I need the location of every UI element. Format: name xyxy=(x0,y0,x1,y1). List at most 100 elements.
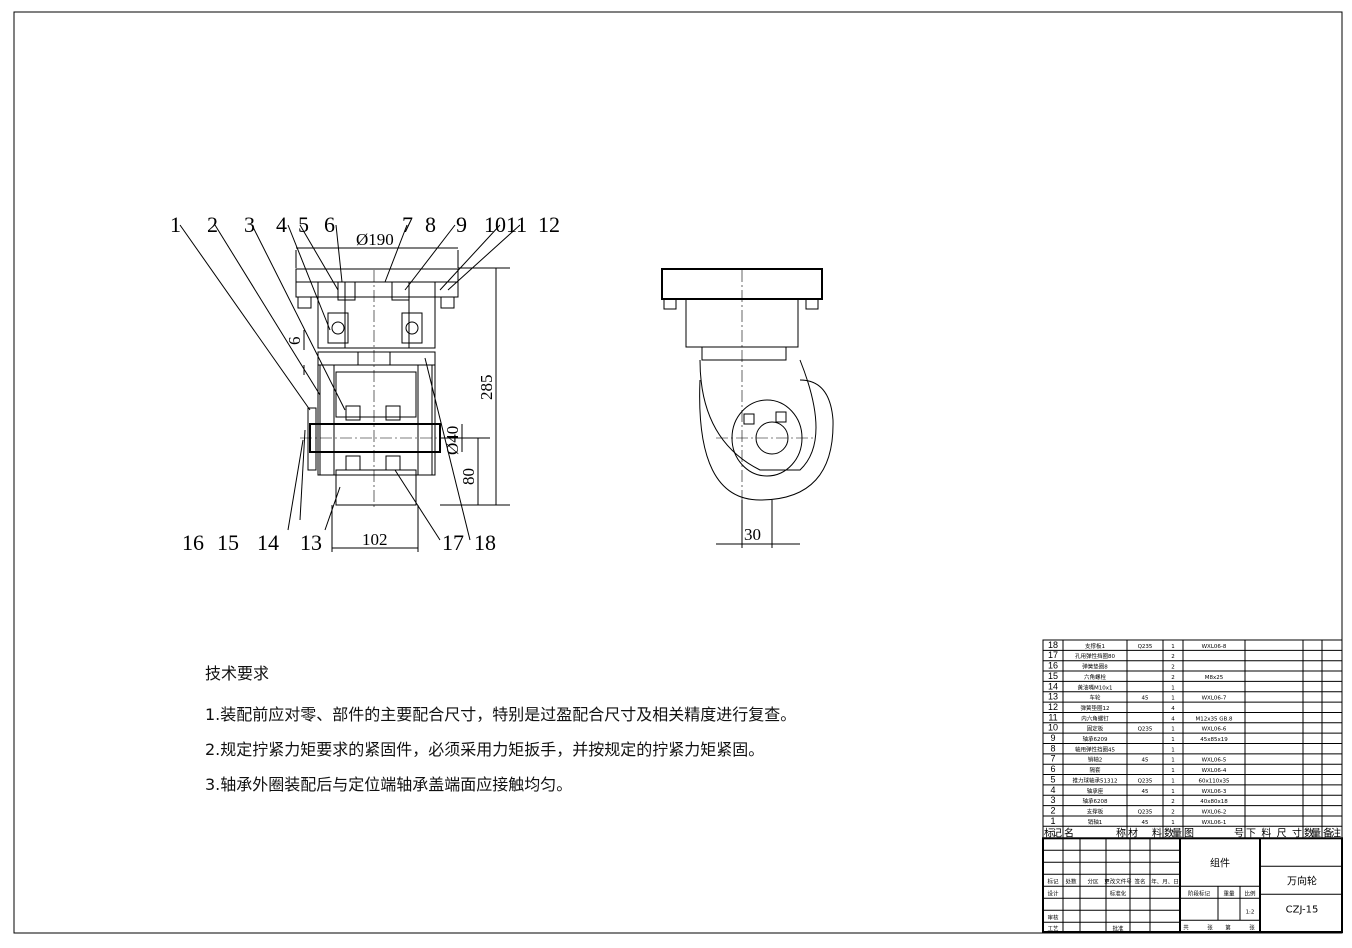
dim-height: 285 xyxy=(477,375,496,401)
bom-header-cell: 备注 xyxy=(1323,826,1341,839)
bom-cell-no: 9 xyxy=(1050,733,1055,743)
bom-cell-qty: 1 xyxy=(1171,768,1175,774)
part-labels: 1 2 3 4 5 6 7 8 9 10 11 12 13 14 15 16 1… xyxy=(170,212,560,555)
bom-cell-name: 推力球轴承51312 xyxy=(1073,776,1118,784)
bom-cell-name: 弹簧垫圈12 xyxy=(1081,704,1110,712)
bom-cell-drawing: WXL06-8 xyxy=(1202,644,1227,650)
bom-cell-no: 2 xyxy=(1050,805,1055,815)
bom-cell-drawing: 60x110x35 xyxy=(1198,778,1230,784)
bom-cell-qty: 1 xyxy=(1171,778,1175,784)
label-page: 第 xyxy=(1225,923,1231,931)
bom-cell-qty: 2 xyxy=(1171,665,1175,671)
bom-cell-name: 六角螺栓 xyxy=(1084,673,1107,681)
dim-gap: 6 xyxy=(285,337,304,346)
bom-cell-drawing: WXL06-5 xyxy=(1202,758,1227,764)
bom-header-cell: 材 料 xyxy=(1128,826,1162,839)
dim-top-width: Ø190 xyxy=(356,230,394,249)
drawing-number: CZJ-15 xyxy=(1286,904,1319,915)
label-design: 设计 xyxy=(1047,889,1059,897)
bom-cell-no: 4 xyxy=(1050,785,1055,795)
label-sign: 签名 xyxy=(1134,877,1145,885)
bom-cell-qty: 1 xyxy=(1171,820,1175,826)
label-change-doc: 更改文件号 xyxy=(1104,877,1132,885)
bom-cell-no: 6 xyxy=(1050,764,1055,774)
bom-cell-no: 7 xyxy=(1050,754,1055,764)
bom-cell-qty: 1 xyxy=(1171,737,1175,743)
bom-cell-no: 8 xyxy=(1050,743,1055,753)
bom-cell-drawing: WXL06-4 xyxy=(1202,768,1227,774)
bom-cell-drawing: WXL06-6 xyxy=(1202,727,1227,733)
tech-requirements-title: 技术要求 xyxy=(205,664,270,683)
label-2: 2 xyxy=(207,212,218,237)
label-5: 5 xyxy=(298,212,309,237)
leader-lines xyxy=(179,224,521,552)
label-10: 10 xyxy=(484,212,506,237)
bom-cell-qty: 4 xyxy=(1171,706,1175,712)
label-15: 15 xyxy=(217,530,239,555)
bom-cell-no: 16 xyxy=(1048,661,1058,671)
bom-cell-no: 11 xyxy=(1048,712,1057,722)
bom-cell-no: 12 xyxy=(1048,702,1058,712)
label-total: 共 xyxy=(1183,923,1189,931)
label-8: 8 xyxy=(425,212,436,237)
label-3: 3 xyxy=(244,212,255,237)
bom-cell-material: Q235 xyxy=(1138,809,1153,815)
bom-cell-no: 1 xyxy=(1050,816,1055,826)
sheet-border xyxy=(13,11,1343,934)
assembly-name: 组件 xyxy=(1210,856,1230,869)
bom-cell-name: 轴承座 xyxy=(1087,787,1104,795)
bom-cell-name: 销轴1 xyxy=(1088,818,1103,826)
bom-cell-no: 13 xyxy=(1048,692,1058,702)
label-11: 11 xyxy=(506,212,527,237)
bom-header-cell: 数量 xyxy=(1304,826,1321,839)
bom-cell-name: 黄油嘴M10x1 xyxy=(1078,683,1113,691)
label-9: 9 xyxy=(456,212,467,237)
dim-offset: 30 xyxy=(744,525,761,544)
label-count: 处数 xyxy=(1065,877,1077,885)
bom-cell-drawing: M12x35 GB.8 xyxy=(1195,716,1233,722)
bom-header-cell: 标记 xyxy=(1044,827,1062,839)
bom-cell-qty: 1 xyxy=(1171,727,1175,733)
bom-cell-qty: 2 xyxy=(1171,675,1175,681)
label-stage: 阶段标记 xyxy=(1188,889,1211,897)
label-review: 审核 xyxy=(1047,913,1059,921)
bom-cell-name: 轴承6209 xyxy=(1083,735,1108,743)
label-13: 13 xyxy=(300,530,322,555)
label-16: 16 xyxy=(182,530,204,555)
bom-row: 12 弹簧垫圈12 4 xyxy=(1043,702,1342,713)
bom-cell-qty: 1 xyxy=(1171,696,1175,702)
bom-header-cell: 数量 xyxy=(1164,826,1182,839)
bom-header-cell: 下 料 尺 寸 xyxy=(1246,826,1302,839)
bom-cell-no: 14 xyxy=(1048,681,1058,691)
bom-cell-no: 3 xyxy=(1050,795,1055,805)
bom-cell-no: 17 xyxy=(1048,650,1058,660)
bom-cell-drawing: WXL06-2 xyxy=(1202,809,1227,815)
scale-value: 1:2 xyxy=(1246,909,1255,915)
tech-requirement-3: 3.轴承外圈装配后与定位端轴承盖端面应接触均匀。 xyxy=(205,775,573,794)
side-view xyxy=(661,268,834,548)
dim-wheel-width: 102 xyxy=(362,530,388,549)
label-standard: 标准化 xyxy=(1110,889,1127,897)
tech-requirement-2: 2.规定拧紧力矩要求的紧固件，必须采用力矩扳手，并按规定的拧紧力矩紧固。 xyxy=(205,740,765,759)
bom-cell-name: 轴用弹性挡圈45 xyxy=(1075,745,1115,753)
bom-cell-qty: 2 xyxy=(1171,654,1175,660)
bom-cell-name: 车轮 xyxy=(1089,694,1101,702)
tech-requirement-1: 1.装配前应对零、部件的主要配合尺寸，特别是过盈配合尺寸及相关精度进行复查。 xyxy=(205,705,797,724)
label-12: 12 xyxy=(538,212,560,237)
label-date: 年、月、日 xyxy=(1151,877,1179,885)
